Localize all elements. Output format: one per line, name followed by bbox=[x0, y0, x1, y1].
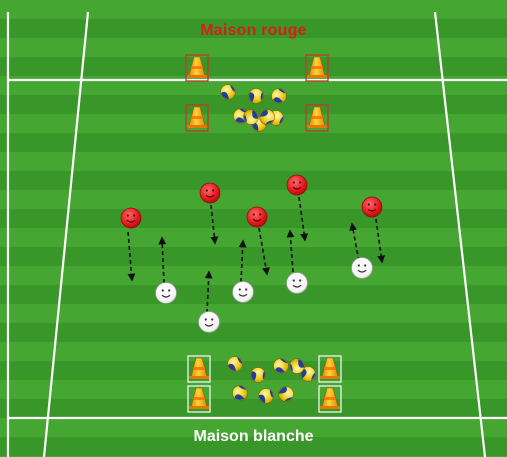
white-player-icon bbox=[233, 282, 254, 303]
white-player-icon bbox=[352, 258, 373, 279]
red-player-icon bbox=[200, 183, 220, 203]
white-player-icon bbox=[199, 312, 220, 333]
ball-icon bbox=[221, 85, 236, 100]
white-player-icon bbox=[156, 283, 177, 304]
red-player-icon bbox=[362, 197, 382, 217]
red-player-icon bbox=[247, 207, 267, 227]
zone-label-maison-blanche: Maison blanche bbox=[0, 428, 507, 446]
red-player-icon bbox=[121, 208, 141, 228]
white-player-icon bbox=[287, 273, 308, 294]
ball-icon bbox=[228, 357, 243, 372]
zone-label-maison-rouge: Maison rouge bbox=[0, 22, 507, 40]
red-player-icon bbox=[287, 175, 307, 195]
